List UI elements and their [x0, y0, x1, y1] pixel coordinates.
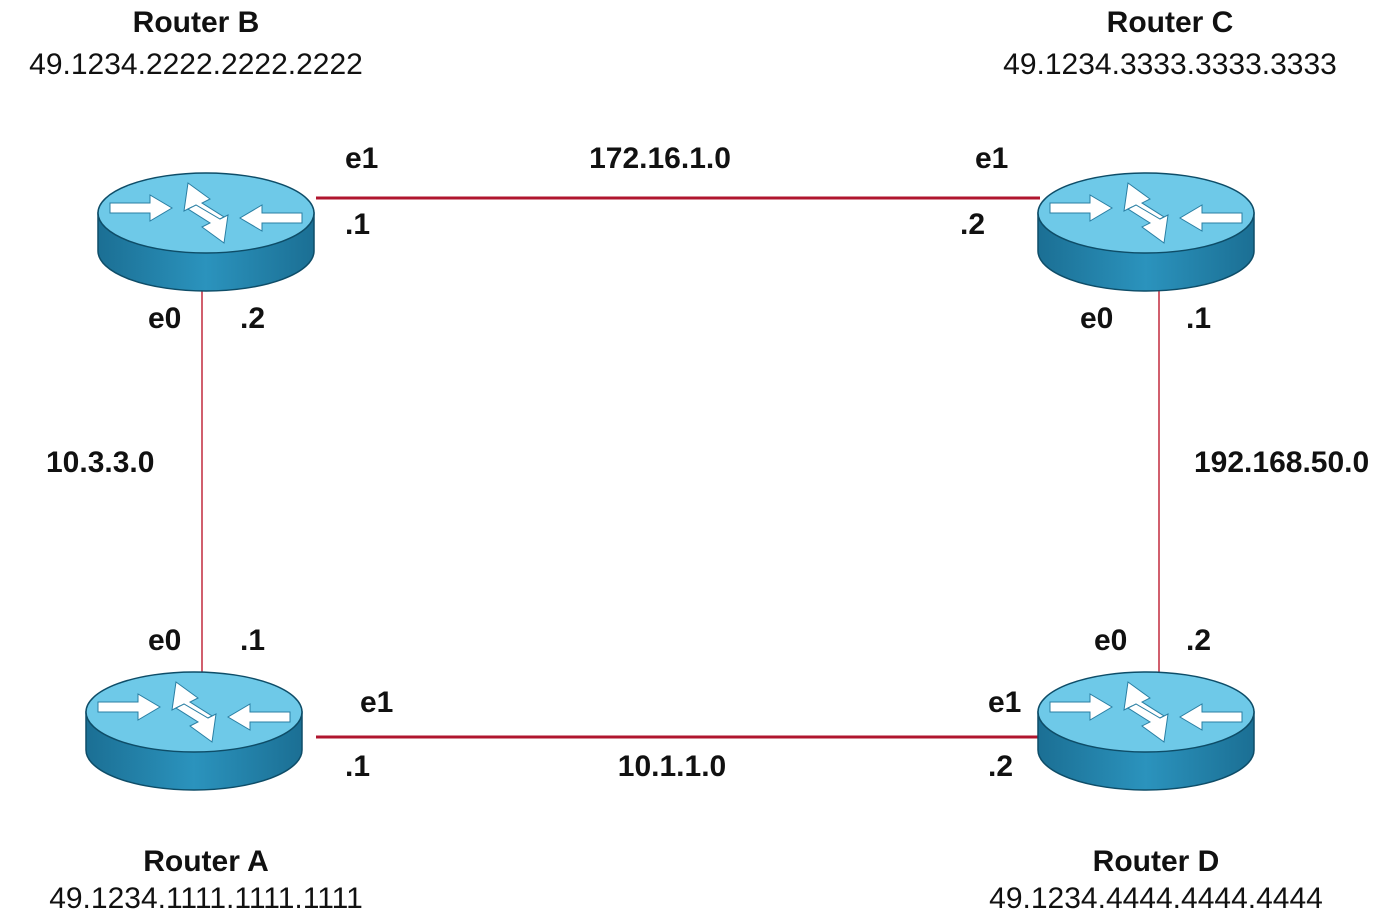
- router-icon[interactable]: [1037, 671, 1255, 791]
- network-cd-label: 192.168.50.0: [1194, 446, 1370, 479]
- router-a-e1-address: .1: [345, 750, 371, 783]
- router-a-name: Router A: [143, 845, 269, 878]
- router-d-name: Router D: [1092, 845, 1220, 878]
- router-c-e1-address: .2: [960, 208, 986, 241]
- router-d-e0-address: .2: [1186, 624, 1212, 657]
- router-c-e0-address: .1: [1186, 302, 1212, 335]
- router-c-e0-label: e0: [1080, 302, 1114, 335]
- router-icon[interactable]: [1037, 172, 1255, 292]
- router-b-e1-address: .1: [345, 208, 371, 241]
- router-a-e1-label: e1: [360, 686, 394, 719]
- router-d-e1-label: e1: [988, 686, 1022, 719]
- router-icon[interactable]: [97, 172, 315, 292]
- router-b-nsap: 49.1234.2222.2222.2222: [29, 48, 363, 81]
- router-c-name: Router C: [1106, 6, 1234, 39]
- router-d-e1-address: .2: [988, 750, 1014, 783]
- router-d-e0-label: e0: [1094, 624, 1128, 657]
- router-c-e1-label: e1: [975, 142, 1009, 175]
- router-b-e0-label: e0: [148, 302, 182, 335]
- network-ab-label: 10.3.3.0: [46, 446, 155, 479]
- router-a-e0-label: e0: [148, 624, 182, 657]
- router-d-nsap: 49.1234.4444.4444.4444: [989, 882, 1323, 915]
- router-icon[interactable]: [85, 671, 303, 791]
- router-b-name: Router B: [132, 6, 260, 39]
- router-a-e0-address: .1: [240, 624, 266, 657]
- network-ad-label: 10.1.1.0: [617, 750, 727, 783]
- router-b-e1-label: e1: [345, 142, 379, 175]
- router-b-e0-address: .2: [240, 302, 266, 335]
- router-a-nsap: 49.1234.1111.1111.1111: [49, 882, 363, 915]
- router-c-nsap: 49.1234.3333.3333.3333: [1003, 48, 1337, 81]
- network-bc-label: 172.16.1.0: [589, 142, 731, 175]
